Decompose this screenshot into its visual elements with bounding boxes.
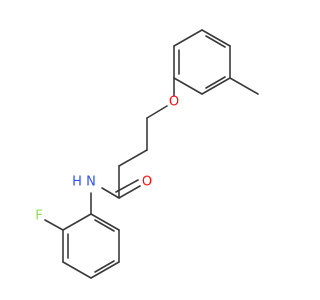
ether-oxygen-label: O [169, 95, 179, 110]
fluorine-label: F [35, 209, 42, 224]
bond-ring1-double-2 [205, 76, 226, 89]
molecule-structure-diagram: O O N H F [35, 29, 259, 279]
bond-ring2-f [90, 213, 120, 231]
amide-nitrogen-label: N [86, 175, 96, 190]
bond-ring-to-f [44, 219, 64, 231]
atom-carbonyl-oxygen: O [142, 175, 152, 190]
bond-carbonyl-single [118, 185, 141, 199]
bond-ring1-f [173, 29, 203, 47]
atom-ether-oxygen: O [169, 95, 179, 110]
bond-ring2-d [90, 261, 120, 279]
bond-methyl [229, 77, 259, 95]
bond-ring2-a [62, 213, 92, 231]
bond-ring2-c [62, 261, 92, 279]
bond-carbonyl-double [115, 179, 139, 193]
carbonyl-oxygen-label: O [142, 175, 152, 190]
amide-hydrogen-label: H [72, 175, 82, 190]
fluorophenyl-ring [62, 213, 120, 279]
atom-amide-nitrogen: N H [72, 175, 96, 190]
bond-ring1-e [201, 29, 231, 47]
bond-ether-o-to-ch2 [146, 105, 168, 119]
bond-ring1-double-3 [205, 35, 226, 48]
bond-chain-2 [118, 149, 148, 167]
bond-carbonyl-to-n [101, 187, 120, 199]
tolyl-ring [173, 29, 231, 95]
bond-ring1-c [201, 77, 231, 95]
bond-ring1-b [173, 77, 203, 95]
bond-ring2-double-2 [94, 260, 115, 273]
bond-ring2-double-3 [94, 219, 115, 232]
atom-fluorine: F [35, 209, 42, 224]
